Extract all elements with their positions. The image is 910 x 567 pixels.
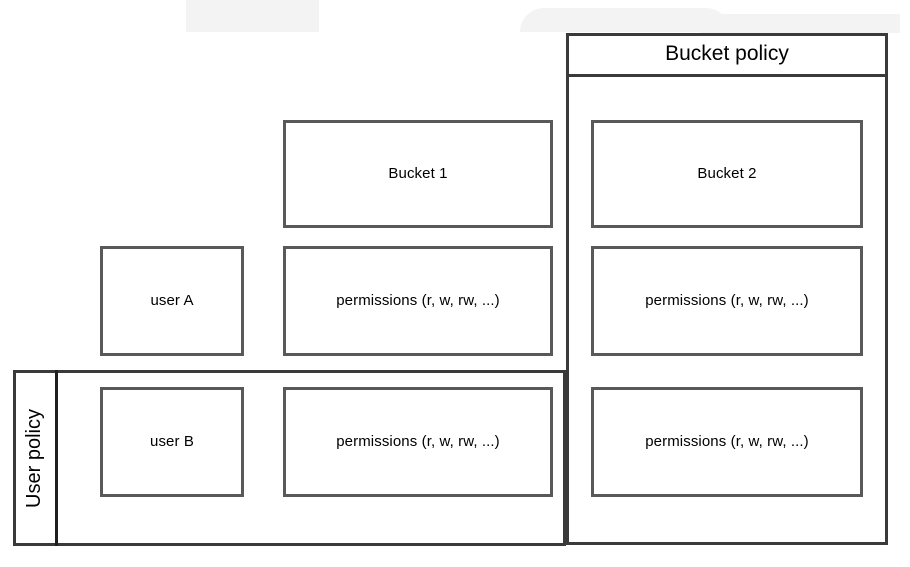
scan-artifact-right-2 [700,14,900,33]
bucket-policy-title: Bucket policy [665,41,789,65]
bucket-policy-container [566,33,888,545]
permissions-user-a-bucket-1: permissions (r, w, rw, ...) [283,246,553,356]
permissions-label: permissions (r, w, rw, ...) [645,292,809,309]
bucket-1-box: Bucket 1 [283,120,553,228]
user-a-box: user A [100,246,244,356]
permissions-label: permissions (r, w, rw, ...) [336,292,500,309]
bucket-2-label: Bucket 2 [697,165,757,182]
permissions-user-b-bucket-1: permissions (r, w, rw, ...) [283,387,553,497]
user-b-label: user B [150,433,194,450]
user-b-box: user B [100,387,244,497]
user-a-label: user A [150,292,194,309]
scan-artifact-right [520,8,730,32]
user-policy-label-cell: User policy [13,370,58,546]
bucket-1-label: Bucket 1 [388,165,448,182]
permissions-user-a-bucket-2: permissions (r, w, rw, ...) [591,246,863,356]
scan-artifact-left [186,0,319,32]
permissions-label: permissions (r, w, rw, ...) [336,433,500,450]
user-policy-title: User policy [22,408,45,508]
permissions-user-b-bucket-2: permissions (r, w, rw, ...) [591,387,863,497]
bucket-2-box: Bucket 2 [591,120,863,228]
user-policy-container [13,370,566,546]
permissions-label: permissions (r, w, rw, ...) [645,433,809,450]
bucket-policy-header: Bucket policy [566,33,888,77]
